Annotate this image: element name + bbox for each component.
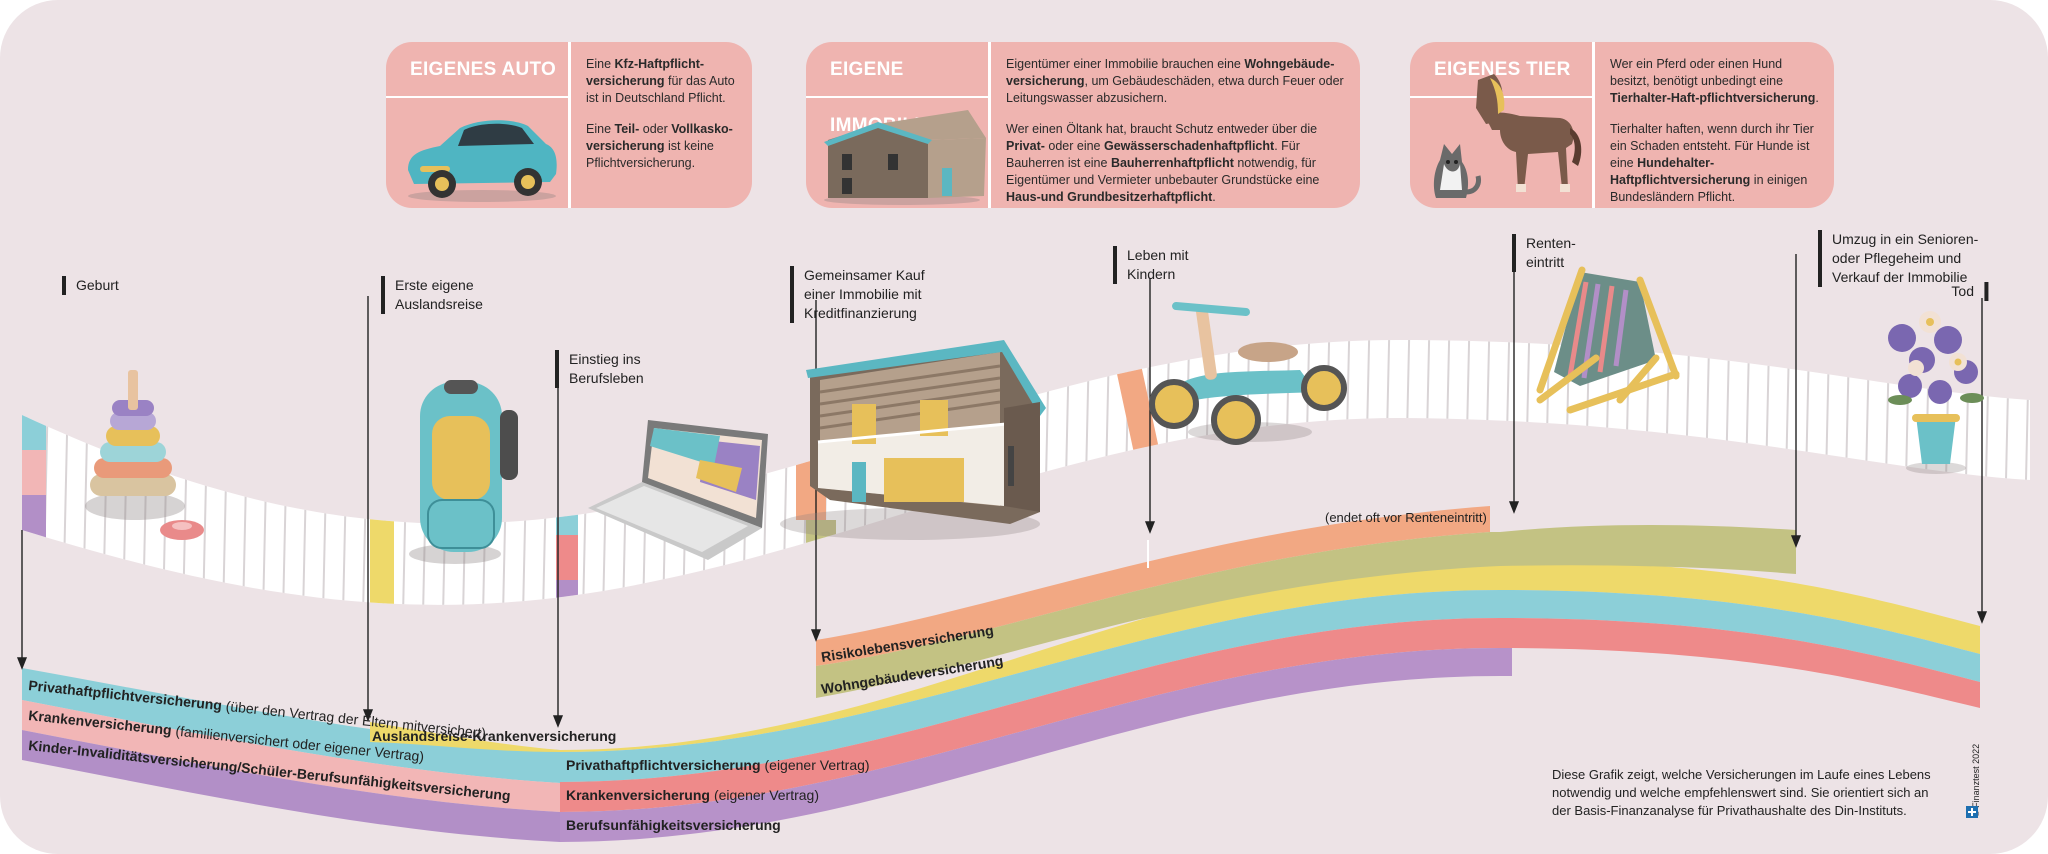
card-text-part: Tierhalter haften, wenn durch ihr Tier e… xyxy=(1610,122,1814,170)
label-kranken-eigen: Krankenversicherung(eigener Vertrag) xyxy=(566,787,819,803)
finanztest-logo-icon xyxy=(1966,806,1978,818)
card-text-bold: Vollkasko-versicherung xyxy=(586,122,733,153)
card-tier-text: Wer ein Pferd oder einen Hund besitzt, b… xyxy=(1610,56,1822,220)
band-wohngebaeude xyxy=(816,525,1796,698)
card-text-part: Eine xyxy=(586,122,615,136)
backpack-icon xyxy=(409,380,518,564)
card-text-part: Eigentümer einer Immobilie brauchen eine xyxy=(1006,57,1245,71)
dog-icon xyxy=(1433,144,1481,198)
card-text-bold: Gewässerschadenhaftpflicht xyxy=(1103,139,1275,153)
milestone-berufsleben: Einstieg ins Berufsleben xyxy=(555,350,644,388)
card-paragraph: Wer einen Öltank hat, braucht Schutz ent… xyxy=(1006,121,1348,206)
milestone-auslandsreise-label: Erste eigene Auslandsreise xyxy=(395,277,483,312)
card-text-part: . xyxy=(1815,91,1819,105)
card-tier-title: EIGENES TIER xyxy=(1434,59,1571,80)
card-text-bold: Tierhalter-Haft-pflichtversicherung xyxy=(1610,91,1816,105)
band-kranken-kind xyxy=(22,700,560,812)
milestone-geburt-label: Geburt xyxy=(76,277,119,293)
milestone-renteneintritt-label: Renten- eintritt xyxy=(1526,235,1576,270)
card-text-part: notwendig, für Eigentümer und Vermieter … xyxy=(1006,156,1320,187)
label-auslandsreise: Auslandsreise-Krankenversicherung xyxy=(372,728,616,744)
card-text-part: , um Gebäudeschäden, etwa durch Feuer od… xyxy=(1006,74,1344,105)
card-paragraph: Eigentümer einer Immobilie brauchen eine… xyxy=(1006,56,1348,107)
milestone-immobilienkauf: Gemeinsamer Kauf einer Immobilie mit Kre… xyxy=(790,266,925,323)
band-kranken-eigen xyxy=(560,618,1980,812)
copyright-text: © Finanztest 2022 xyxy=(1971,743,1981,817)
card-immobilie-text: Eigentümer einer Immobilie brauchen eine… xyxy=(1006,56,1348,220)
card-text-part: Wer einen Öltank hat, braucht Schutz ent… xyxy=(1006,122,1318,136)
milestone-geburt: Geburt xyxy=(62,276,119,295)
milestone-kinder: Leben mit Kindern xyxy=(1113,246,1188,284)
laptop-icon xyxy=(588,420,768,560)
milestone-renteneintritt: Renten- eintritt xyxy=(1512,234,1576,272)
band-privat-kind xyxy=(22,668,560,783)
card-text-part: in einigen Bundesländern Pflicht. xyxy=(1610,173,1808,204)
label-bu: Berufsunfähigkeitsversicherung xyxy=(566,817,781,833)
card-eigenes-tier: EIGENES TIER Wer ein Pferd oder einen Hu… xyxy=(1410,42,1834,208)
milestone-tod: Tod xyxy=(1951,282,1988,301)
card-paragraph: Eine Kfz-Haftpflicht-versicherung für da… xyxy=(586,56,740,107)
card-text-part: Eine xyxy=(586,57,615,71)
card-text-part: für das Auto ist in Deutschland Pflicht. xyxy=(586,74,735,105)
card-text-bold: Teil- xyxy=(614,122,640,136)
card-text-bold: Bauherrenhaftpflicht xyxy=(1110,156,1234,170)
milestone-auslandsreise: Erste eigene Auslandsreise xyxy=(381,276,483,314)
milestone-berufsleben-label: Einstieg ins Berufsleben xyxy=(569,351,644,386)
label-risikoleben-note: (endet oft vor Renteneintritt) xyxy=(1325,510,1487,525)
card-text-bold: Haus-und Grundbesitzerhaftpflicht xyxy=(1006,190,1213,204)
explanation-note: Diese Grafik zeigt, welche Versicherunge… xyxy=(1552,767,1931,818)
card-eigene-immobilie: EIGENE IMMOBILIE Eigentümer einer Immobi… xyxy=(806,42,1360,208)
card-paragraph: Tierhalter haften, wenn durch ihr Tier e… xyxy=(1610,121,1822,206)
card-text-bold: Privat- xyxy=(1006,139,1045,153)
card-eigenes-auto: EIGENES AUTO Eine Kfz-Haftpflicht-versic… xyxy=(386,42,752,208)
band-privat-eigen xyxy=(560,590,1980,782)
balance-bike-icon xyxy=(1149,302,1347,445)
card-paragraph: Eine Teil- oder Vollkasko-versicherung i… xyxy=(586,121,740,172)
milestone-tod-label: Tod xyxy=(1951,283,1974,299)
band-bu xyxy=(560,648,1512,842)
card-text-bold: Hundehalter-Haftpflichtversicherung xyxy=(1610,156,1751,187)
card-paragraph: Wer ein Pferd oder einen Hund besitzt, b… xyxy=(1610,56,1822,107)
milestone-seniorenheim-label: Umzug in ein Senioren- oder Pflegeheim u… xyxy=(1832,231,1979,285)
card-text-bold: Kfz-Haftpflicht-versicherung xyxy=(586,57,705,88)
card-auto-title: EIGENES AUTO xyxy=(410,59,557,80)
house-icon xyxy=(824,110,986,205)
flower-bouquet-icon xyxy=(1888,311,1984,474)
label-privat-eigen: Privathaftpflichtversicherung(eigener Ve… xyxy=(566,757,870,773)
card-text-part: oder xyxy=(639,122,672,136)
card-text-part: ist keine Pflichtversicherung. xyxy=(586,139,714,170)
card-text-part: oder eine xyxy=(1044,139,1104,153)
card-text-bold: Wohngebäude-versicherung xyxy=(1006,57,1335,88)
modern-house-icon xyxy=(780,340,1046,540)
deck-chair-icon xyxy=(1536,266,1680,414)
stacking-toy-icon xyxy=(85,370,204,540)
milestone-kinder-label: Leben mit Kindern xyxy=(1127,247,1189,282)
horse-icon xyxy=(1476,74,1582,192)
card-auto-text: Eine Kfz-Haftpflicht-versicherung für da… xyxy=(586,56,740,186)
band-risikoleben xyxy=(816,506,1490,666)
milestone-immobilienkauf-label: Gemeinsamer Kauf einer Immobilie mit Kre… xyxy=(804,267,925,321)
card-text-part: . xyxy=(1212,190,1216,204)
milestone-seniorenheim: Umzug in ein Senioren- oder Pflegeheim u… xyxy=(1818,230,1978,287)
card-text-part: . Für Bauherren ist eine xyxy=(1006,139,1300,170)
car-icon xyxy=(408,120,557,202)
insurance-bands xyxy=(22,506,1980,842)
card-text-part: Wer ein Pferd oder einen Hund besitzt, b… xyxy=(1610,57,1784,88)
card-immobilie-title: EIGENE IMMOBILIE xyxy=(830,59,933,136)
band-invaliditaet xyxy=(22,730,560,842)
